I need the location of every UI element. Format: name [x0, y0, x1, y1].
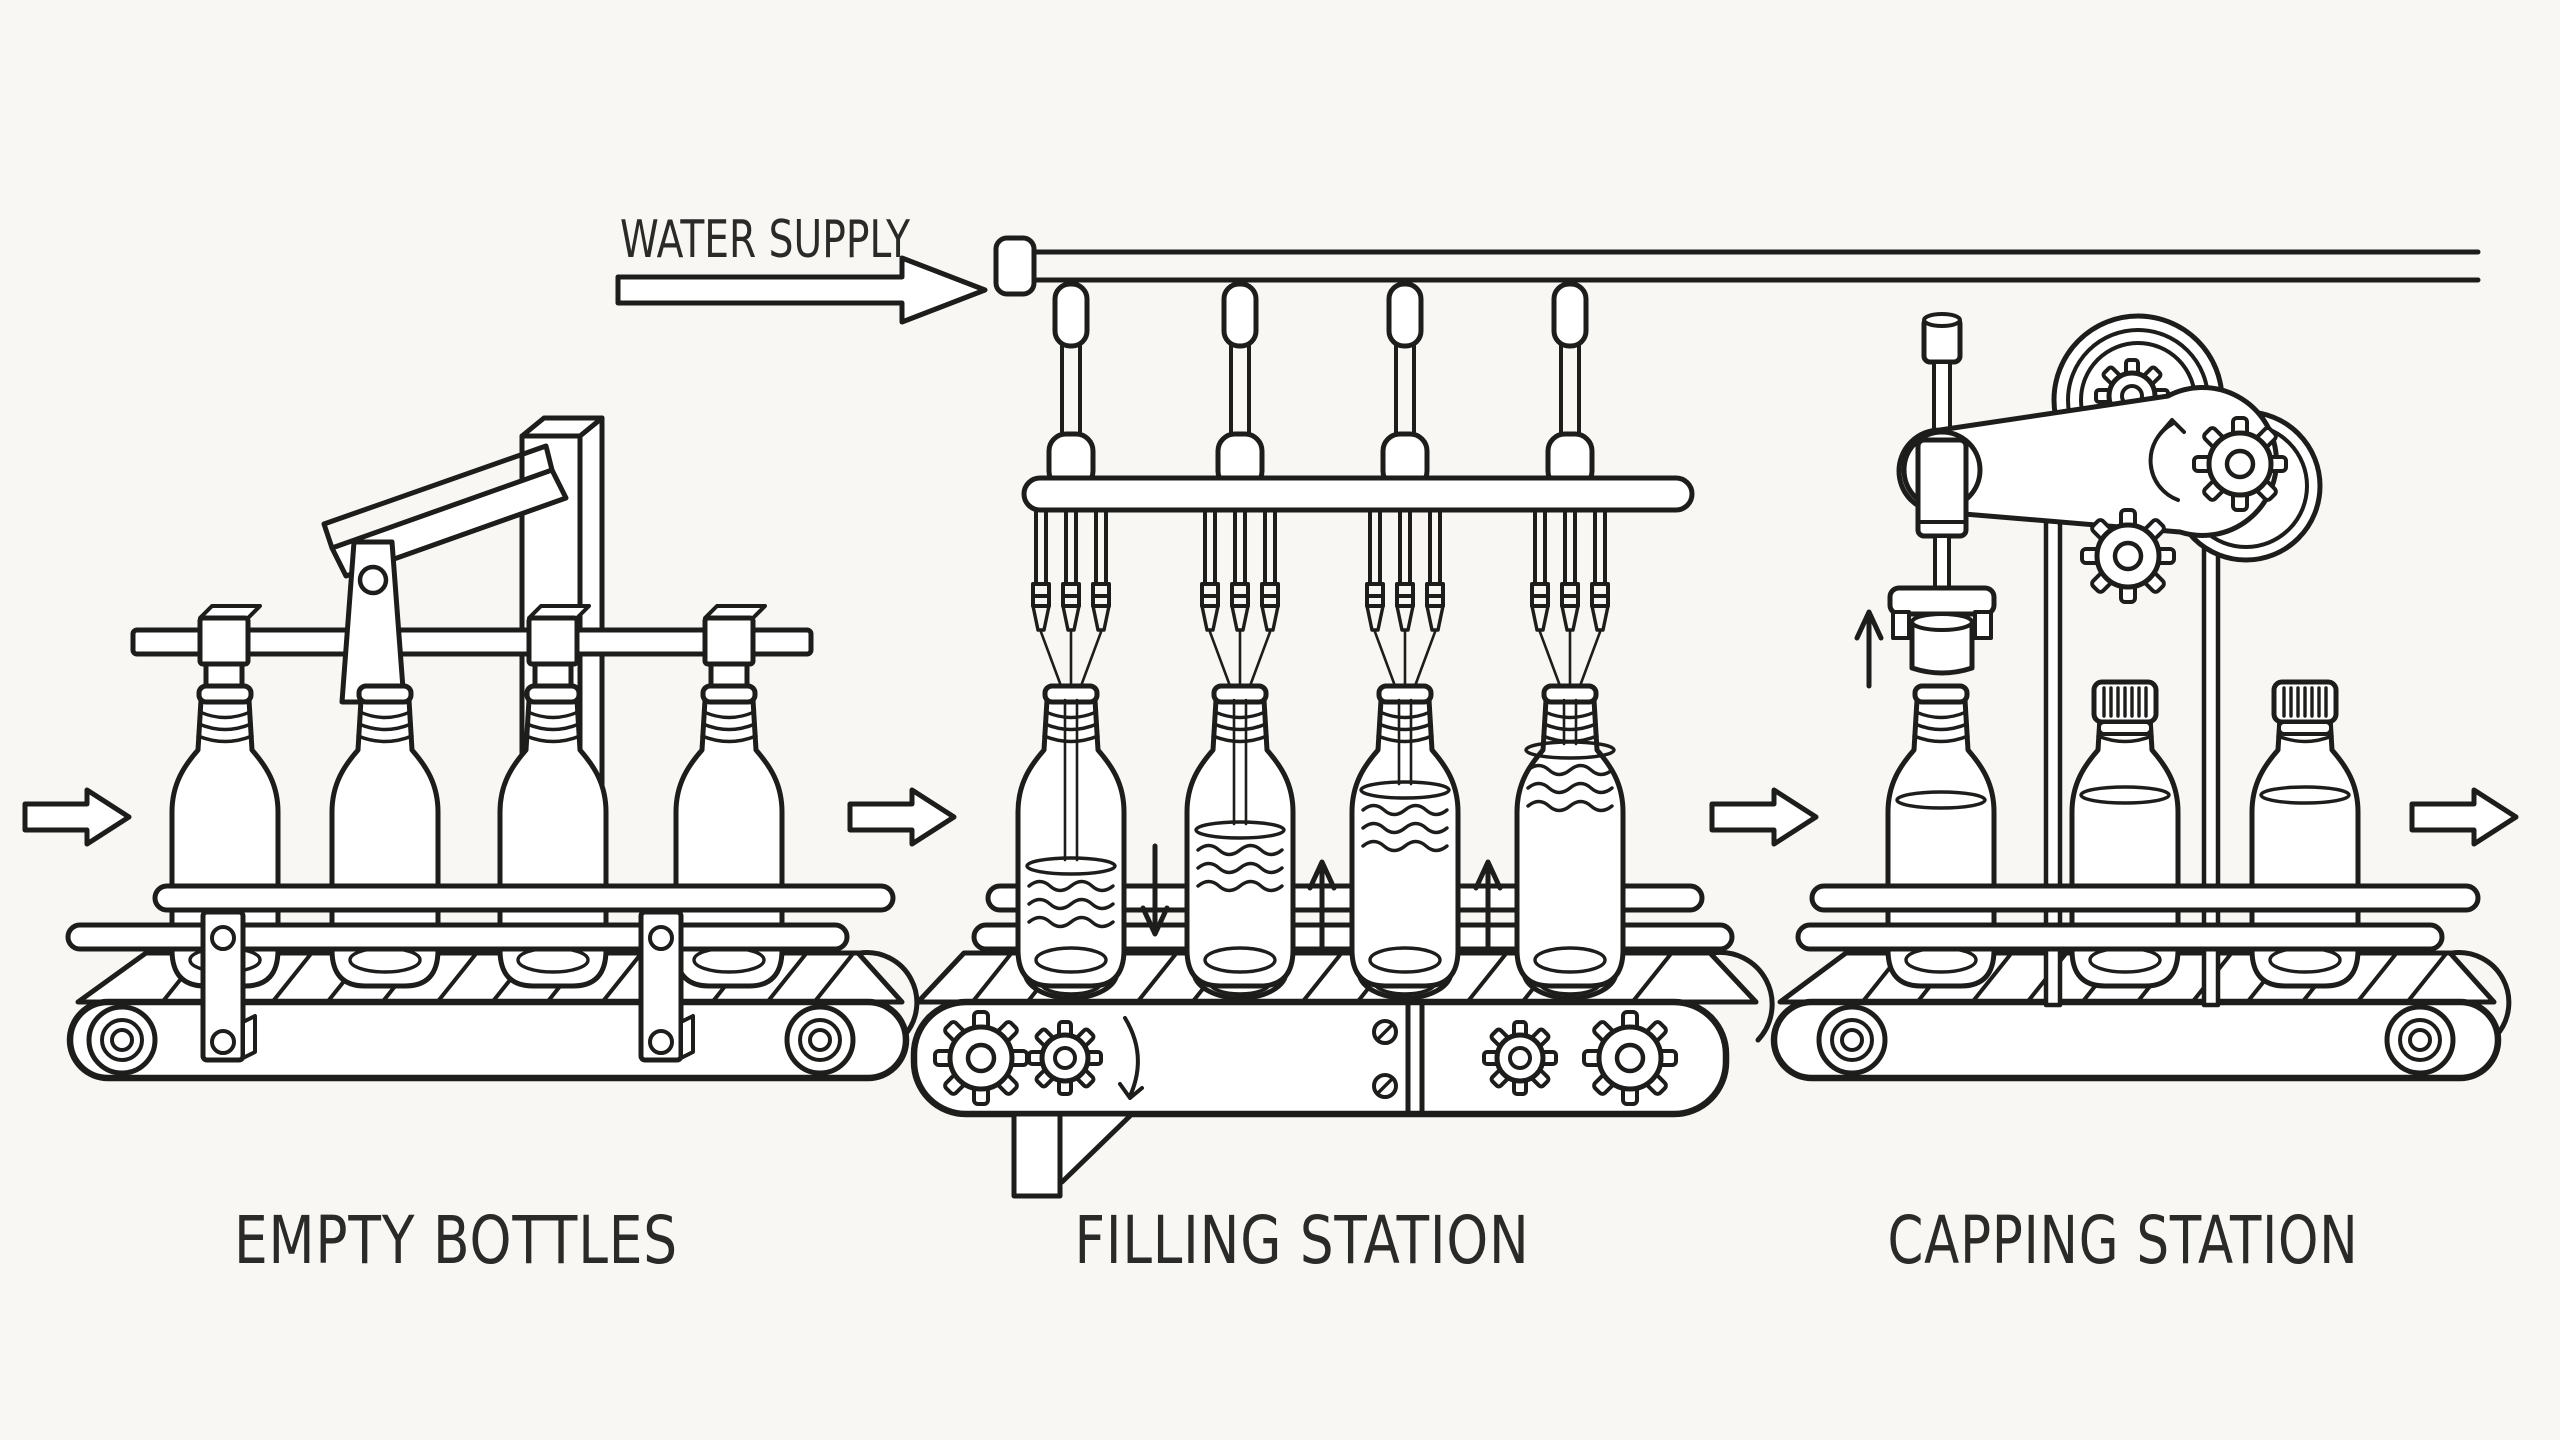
up-arrow-icon [1307, 859, 1337, 953]
nozzle-banks [1031, 508, 1610, 696]
up-arrow-icon [1473, 859, 1503, 953]
water-supply-label: WATER SUPPLY [620, 210, 910, 270]
station-label-empty-bottles: EMPTY BOTTLES [234, 1202, 678, 1279]
drop-connector [1380, 281, 1430, 491]
nozzle-bank [1365, 508, 1445, 696]
screw-icon [1372, 1073, 1398, 1099]
down-arrow-icon [1140, 843, 1170, 937]
arm-pivot-bracket [339, 539, 407, 705]
filler-assembly [1021, 281, 1695, 696]
in-bottle-stream [1562, 698, 1578, 746]
filler-manifold [1021, 475, 1695, 513]
mount-bracket [638, 909, 695, 1063]
in-bottle-stream [1063, 698, 1079, 862]
conveyor-roller-icon [1819, 1007, 1885, 1073]
station-label-filling-station: FILLING STATION [1075, 1202, 1530, 1279]
bottle-cap [2094, 682, 2156, 734]
capper-plunger [1915, 437, 1969, 592]
cap-gripper [1887, 585, 1997, 676]
nozzle-bank [1530, 508, 1610, 696]
gear-icon [935, 1012, 1027, 1104]
rotation-arrow-icon [1118, 1016, 1144, 1100]
fill-direction-arrows [1140, 843, 1503, 953]
mount-bracket [200, 909, 257, 1063]
capping-machine [1854, 312, 2323, 1008]
capper-plunger-top [1921, 312, 1963, 442]
drop-connector [1215, 281, 1265, 491]
bottles-filling-station [1018, 686, 1623, 986]
gear-icon [1029, 1022, 1101, 1094]
guide-rail [130, 627, 814, 657]
held-cap [1909, 622, 1975, 676]
water-supply: WATER SUPPLY [615, 210, 2481, 325]
water-supply-pipe [993, 235, 2481, 297]
water-supply-arrow-icon [615, 255, 988, 325]
gear-icon [1484, 1022, 1556, 1094]
housing-leg [1011, 1111, 1135, 1199]
gear-icon [2194, 418, 2286, 510]
screw-icon [1372, 1019, 1398, 1045]
bottle-cap [2274, 682, 2336, 734]
conveyor-roller-icon [2387, 1007, 2453, 1073]
in-bottle-stream [1397, 698, 1413, 786]
nozzle-bank [1200, 508, 1280, 696]
in-bottle-stream [1232, 698, 1248, 826]
housing-divider [1405, 999, 1425, 1117]
drop-connector [1545, 281, 1595, 491]
gear-icon [1584, 1012, 1676, 1104]
conveyor-roller-icon [89, 1007, 155, 1073]
gear-icon [2082, 510, 2174, 602]
rotation-arrow-icon [2148, 418, 2186, 502]
conveyor-roller-icon [787, 1007, 853, 1073]
drop-connectors [1046, 281, 1595, 491]
station-label-capping-station: CAPPING STATION [1888, 1202, 2359, 1279]
guide-rails-capping [1795, 883, 2481, 952]
capper-up-arrow-icon [1854, 609, 1884, 689]
